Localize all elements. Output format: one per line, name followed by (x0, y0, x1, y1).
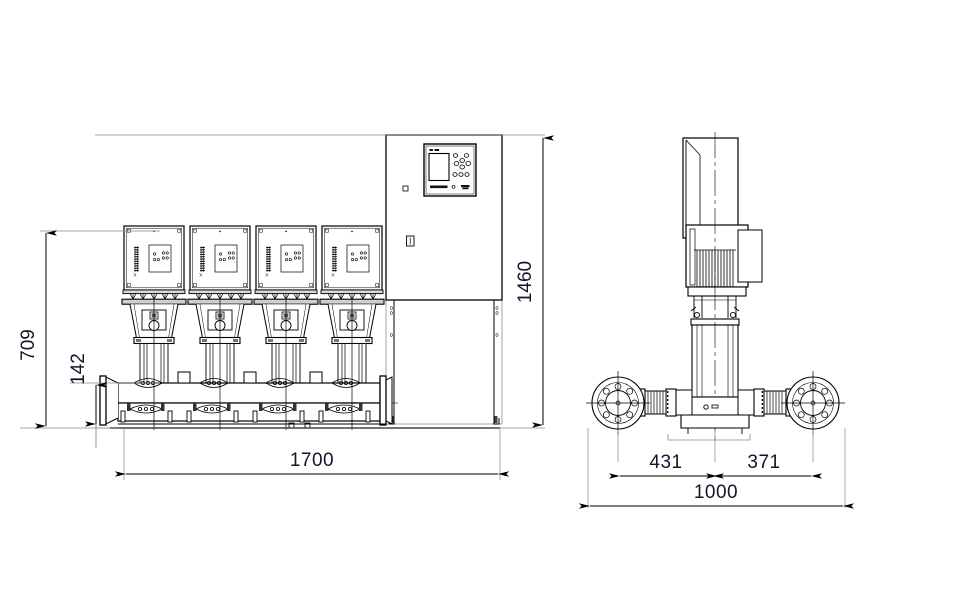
brand-mark (430, 185, 448, 189)
dim-1000: 1000 (579, 482, 854, 509)
dim-431: 431 (609, 452, 724, 479)
dim-371-label: 371 (747, 452, 780, 473)
vfd-enclosure (682, 137, 739, 239)
dim-1460: 1460 (515, 135, 554, 428)
side-branch-left (586, 371, 693, 435)
front-view: 709 142 1460 1700 (18, 134, 554, 480)
dim-709: 709 (18, 230, 57, 429)
side-branch-right (737, 371, 845, 435)
side-flange-right (781, 371, 845, 435)
keypad-buttons[interactable] (452, 153, 471, 177)
flange-right (379, 375, 393, 426)
motor-assembly (685, 224, 763, 297)
dim-1700-label: 1700 (290, 450, 334, 471)
indicator-lamp (402, 185, 409, 192)
side-view: 431 371 1000 (579, 132, 854, 509)
dim-1000-label: 1000 (694, 482, 738, 503)
display-screen (428, 152, 450, 182)
logo-glyph (461, 185, 470, 190)
base-frame (680, 396, 750, 434)
dim-371: 371 (706, 452, 822, 479)
dim-1700: 1700 (115, 450, 509, 477)
dim-142-label: 142 (68, 353, 89, 385)
operator-panel[interactable] (423, 143, 477, 197)
side-flange-left (586, 371, 650, 435)
door-handle[interactable] (406, 235, 415, 247)
suction-manifold (117, 402, 381, 422)
discharge-manifold (117, 382, 381, 404)
control-cabinet (385, 134, 503, 425)
pump-chamber-stack (691, 132, 739, 440)
status-led (451, 184, 456, 189)
dim-142: 142 (68, 353, 107, 427)
dim-1460-label: 1460 (515, 261, 536, 303)
dim-709-label: 709 (18, 329, 39, 361)
dim-431-label: 431 (649, 452, 682, 473)
